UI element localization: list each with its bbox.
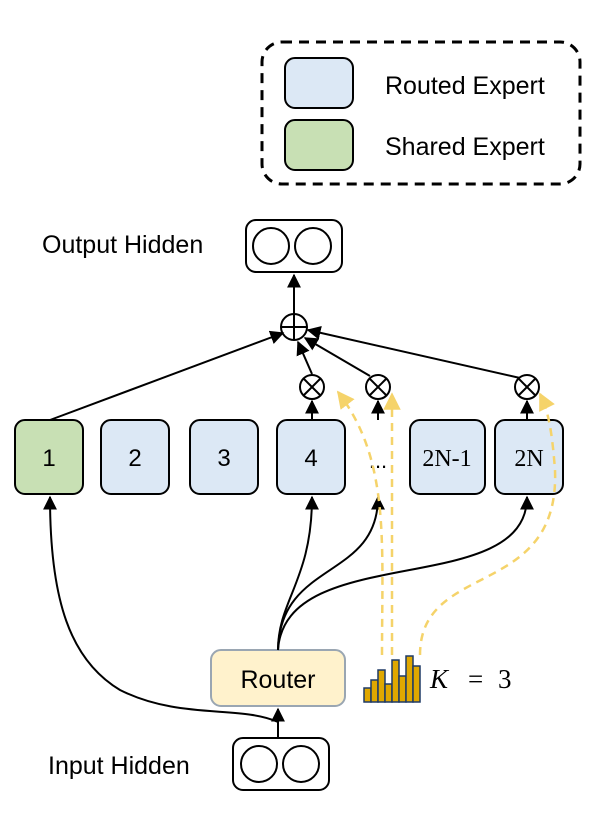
input-hidden: Input Hidden: [48, 737, 330, 791]
gate-ellipsis-to-sum-line: [303, 337, 371, 377]
router-box: Router: [210, 649, 346, 707]
router-to-expert2n-line: [277, 495, 534, 651]
expert-box-3: 3: [189, 419, 259, 495]
svg-text:1: 1: [42, 445, 55, 472]
input-neuron: [282, 745, 320, 783]
topk-k-symbol: K: [429, 664, 450, 694]
output-neuron: [252, 227, 290, 265]
legend-routed-swatch: [284, 57, 354, 109]
topk-equals: =: [468, 664, 483, 694]
gate-node-expert-2n: [514, 374, 540, 400]
topk-bars-icon: [363, 655, 421, 703]
svg-text:2: 2: [128, 445, 141, 472]
input-hidden-label: Input Hidden: [48, 752, 190, 780]
legend-routed-label: Routed Expert: [385, 72, 545, 100]
topk-value: 3: [498, 664, 512, 694]
input-neuron: [240, 745, 278, 783]
sum-node: [280, 313, 308, 341]
experts-ellipsis: ...: [369, 448, 387, 473]
expert-box-2n: 2N: [494, 419, 564, 495]
gate4-to-sum-line: [296, 340, 313, 375]
input-to-shared-expert-line: [43, 495, 279, 723]
router-label: Router: [240, 666, 315, 694]
expert-box-4: 4: [276, 419, 346, 495]
router-to-ellipsis-line: [277, 495, 385, 651]
legend-shared-swatch: [284, 119, 354, 171]
svg-text:2N: 2N: [514, 446, 543, 472]
expert-box-1: 1: [14, 419, 84, 495]
svg-text:3: 3: [217, 445, 230, 472]
gate-node-expert-4: [299, 374, 325, 400]
svg-text:2N-1: 2N-1: [422, 446, 471, 472]
svg-text:4: 4: [304, 445, 317, 472]
gate-dashed-expert4: [336, 390, 384, 656]
legend: Routed Expert Shared Expert: [260, 40, 582, 186]
output-neuron: [294, 227, 332, 265]
expert1-to-sum-line: [49, 330, 285, 421]
expert-box-2: 2: [100, 419, 170, 495]
output-hidden: Output Hidden: [42, 219, 343, 273]
legend-shared-label: Shared Expert: [385, 133, 545, 161]
legend-frame: [260, 40, 582, 186]
output-hidden-label: Output Hidden: [42, 231, 203, 259]
expert-box-2n-1: 2N-1: [409, 419, 486, 495]
gate-node-ellipsis: [365, 374, 391, 400]
gate2n-to-sum-line: [306, 325, 521, 379]
